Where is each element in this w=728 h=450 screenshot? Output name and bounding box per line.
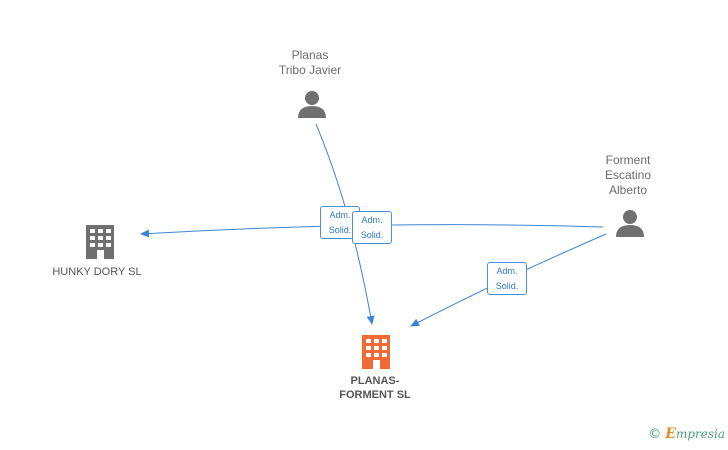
company-label-hunky-dory[interactable]: HUNKY DORY SL: [40, 265, 154, 280]
role-badge[interactable]: Adm. Solid.: [352, 211, 392, 244]
role-text: Adm.: [361, 215, 383, 225]
person-label-planas[interactable]: Planas Tribo Javier: [262, 48, 358, 78]
person-icon[interactable]: [616, 210, 644, 237]
person-name-line: Forment: [605, 153, 651, 167]
empresia-logo[interactable]: ©Empresia: [648, 426, 725, 442]
role-text: Adm.: [496, 266, 518, 276]
copyright-symbol: ©: [648, 427, 662, 442]
person-label-forment[interactable]: Forment Escatino Alberto: [580, 153, 676, 198]
role-text: Solid.: [328, 225, 352, 235]
company-name: HUNKY DORY SL: [52, 266, 142, 278]
main-company-building-icon[interactable]: [362, 335, 390, 369]
role-badge[interactable]: Adm. Solid.: [487, 262, 527, 295]
person-name-line: Planas: [291, 48, 329, 62]
role-text: Solid.: [495, 281, 519, 291]
company-name-line: FORMENT SL: [339, 389, 411, 401]
brand-initial: E: [665, 426, 676, 442]
brand-name: mpresia: [675, 427, 725, 441]
person-name-line: Tribo Javier: [278, 63, 342, 77]
main-company-label[interactable]: PLANAS- FORMENT SL: [320, 374, 430, 402]
person-name-line: Alberto: [608, 183, 648, 197]
role-text: Solid.: [360, 230, 384, 240]
building-icon[interactable]: [86, 225, 114, 259]
person-icon[interactable]: [298, 91, 326, 118]
company-name-line: PLANAS-: [350, 375, 400, 387]
person-name-line: Escatino: [604, 168, 652, 182]
role-text: Adm.: [329, 210, 351, 220]
